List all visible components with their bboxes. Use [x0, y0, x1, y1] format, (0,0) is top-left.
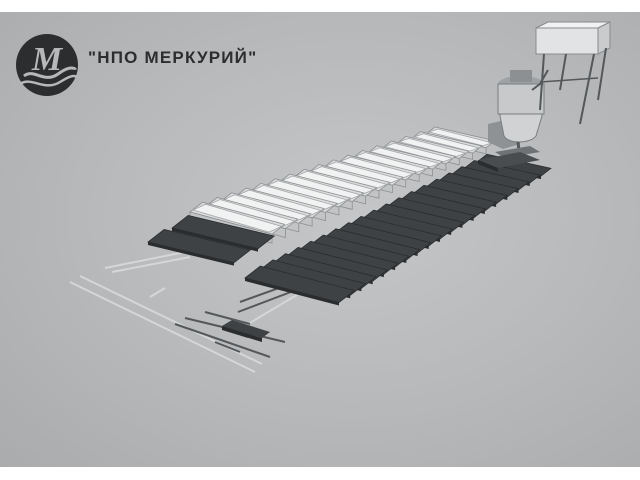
company-name: "НПО МЕРКУРИЙ" — [88, 48, 258, 67]
pallet — [147, 228, 252, 264]
pallet-edge — [172, 228, 258, 252]
mold-cavity — [191, 203, 283, 233]
mercury-logo-icon: M — [16, 34, 79, 96]
floor-frame — [174, 283, 297, 358]
pallet-row-main — [244, 153, 552, 306]
conveyor-end — [478, 152, 540, 172]
pallet-edge — [245, 278, 339, 306]
silo-hopper — [531, 21, 611, 125]
concrete-mixer — [488, 70, 545, 161]
mold-cavity — [412, 133, 481, 152]
transfer-cart — [222, 320, 270, 342]
production-line-render: M "НПО МЕРКУРИЙ" — [0, 12, 640, 467]
mold-cavity — [398, 137, 468, 157]
production-line — [69, 21, 611, 373]
mold-row — [189, 126, 496, 244]
pallet-edge — [148, 242, 234, 266]
logo-letter: M — [31, 41, 64, 78]
pallet — [171, 214, 276, 250]
pallet-row-left — [147, 214, 276, 266]
